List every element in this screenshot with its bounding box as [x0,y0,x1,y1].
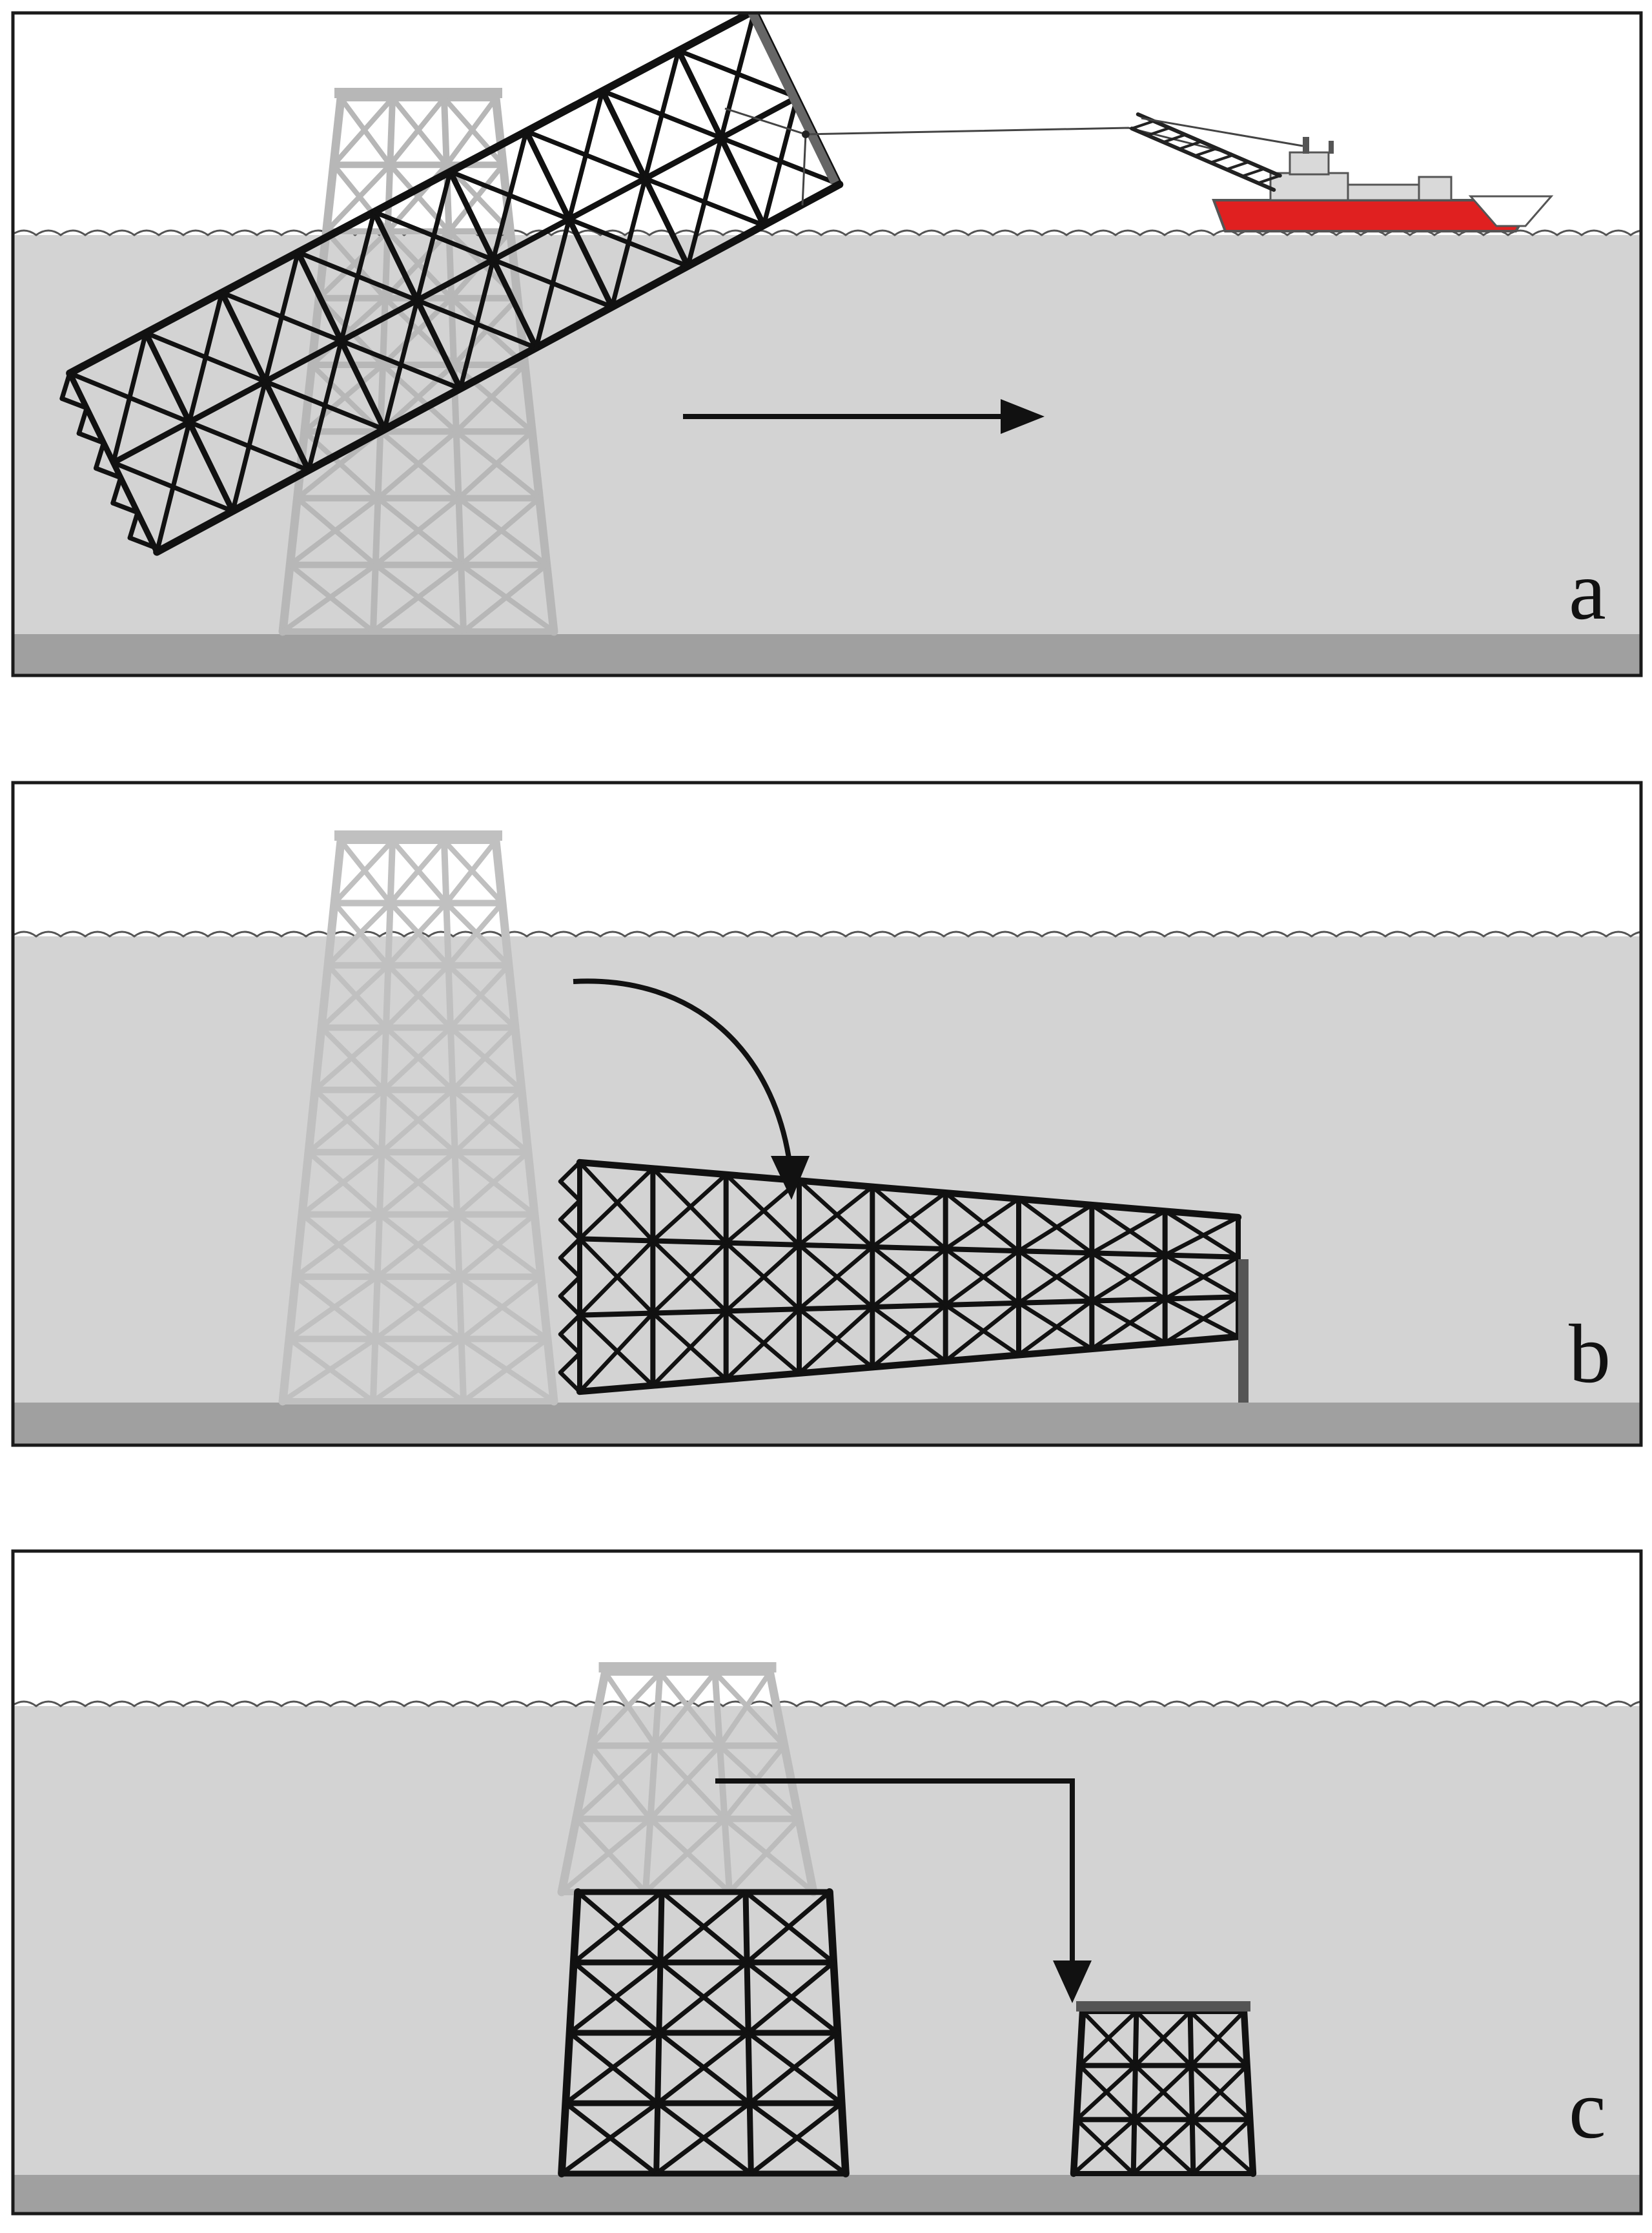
panel-label-c: c [1569,2063,1606,2156]
panel-frame [11,1549,1643,2216]
seabed [12,1403,1642,1446]
seabed [12,2175,1642,2215]
tow-direction-arrow [683,399,1045,434]
crane-boom [1130,112,1282,192]
remaining-jacket-base [558,1888,850,2177]
toppled-jacket [558,1158,1242,1395]
topple-direction-arrow [573,978,810,1200]
water-surface [12,931,1642,938]
panel-frame [11,11,1643,677]
original-jacket-ghost [278,830,558,1406]
panel-b: b [11,781,1643,1447]
sky [12,1550,1642,1706]
panel-label-a: a [1569,544,1606,637]
relocation-arrow [715,1778,1092,2003]
relocated-jacket-top [1070,2001,1257,2177]
towed-jacket [59,12,844,556]
tow-line-drop [801,134,807,206]
sky [12,781,1642,936]
panel-label-b: b [1569,1308,1611,1401]
panel-a: a [11,11,1643,677]
jacket-top-plate [746,12,839,185]
crane-vessel [1130,112,1554,232]
water-surface [12,1700,1642,1707]
tow-line [724,107,1232,155]
water [12,235,1642,648]
panel-frame [11,781,1643,1447]
water-surface [12,229,1642,236]
panel-c: c [11,1549,1643,2216]
jacket-top-plate [1238,1259,1249,1403]
seabed [12,634,1642,677]
